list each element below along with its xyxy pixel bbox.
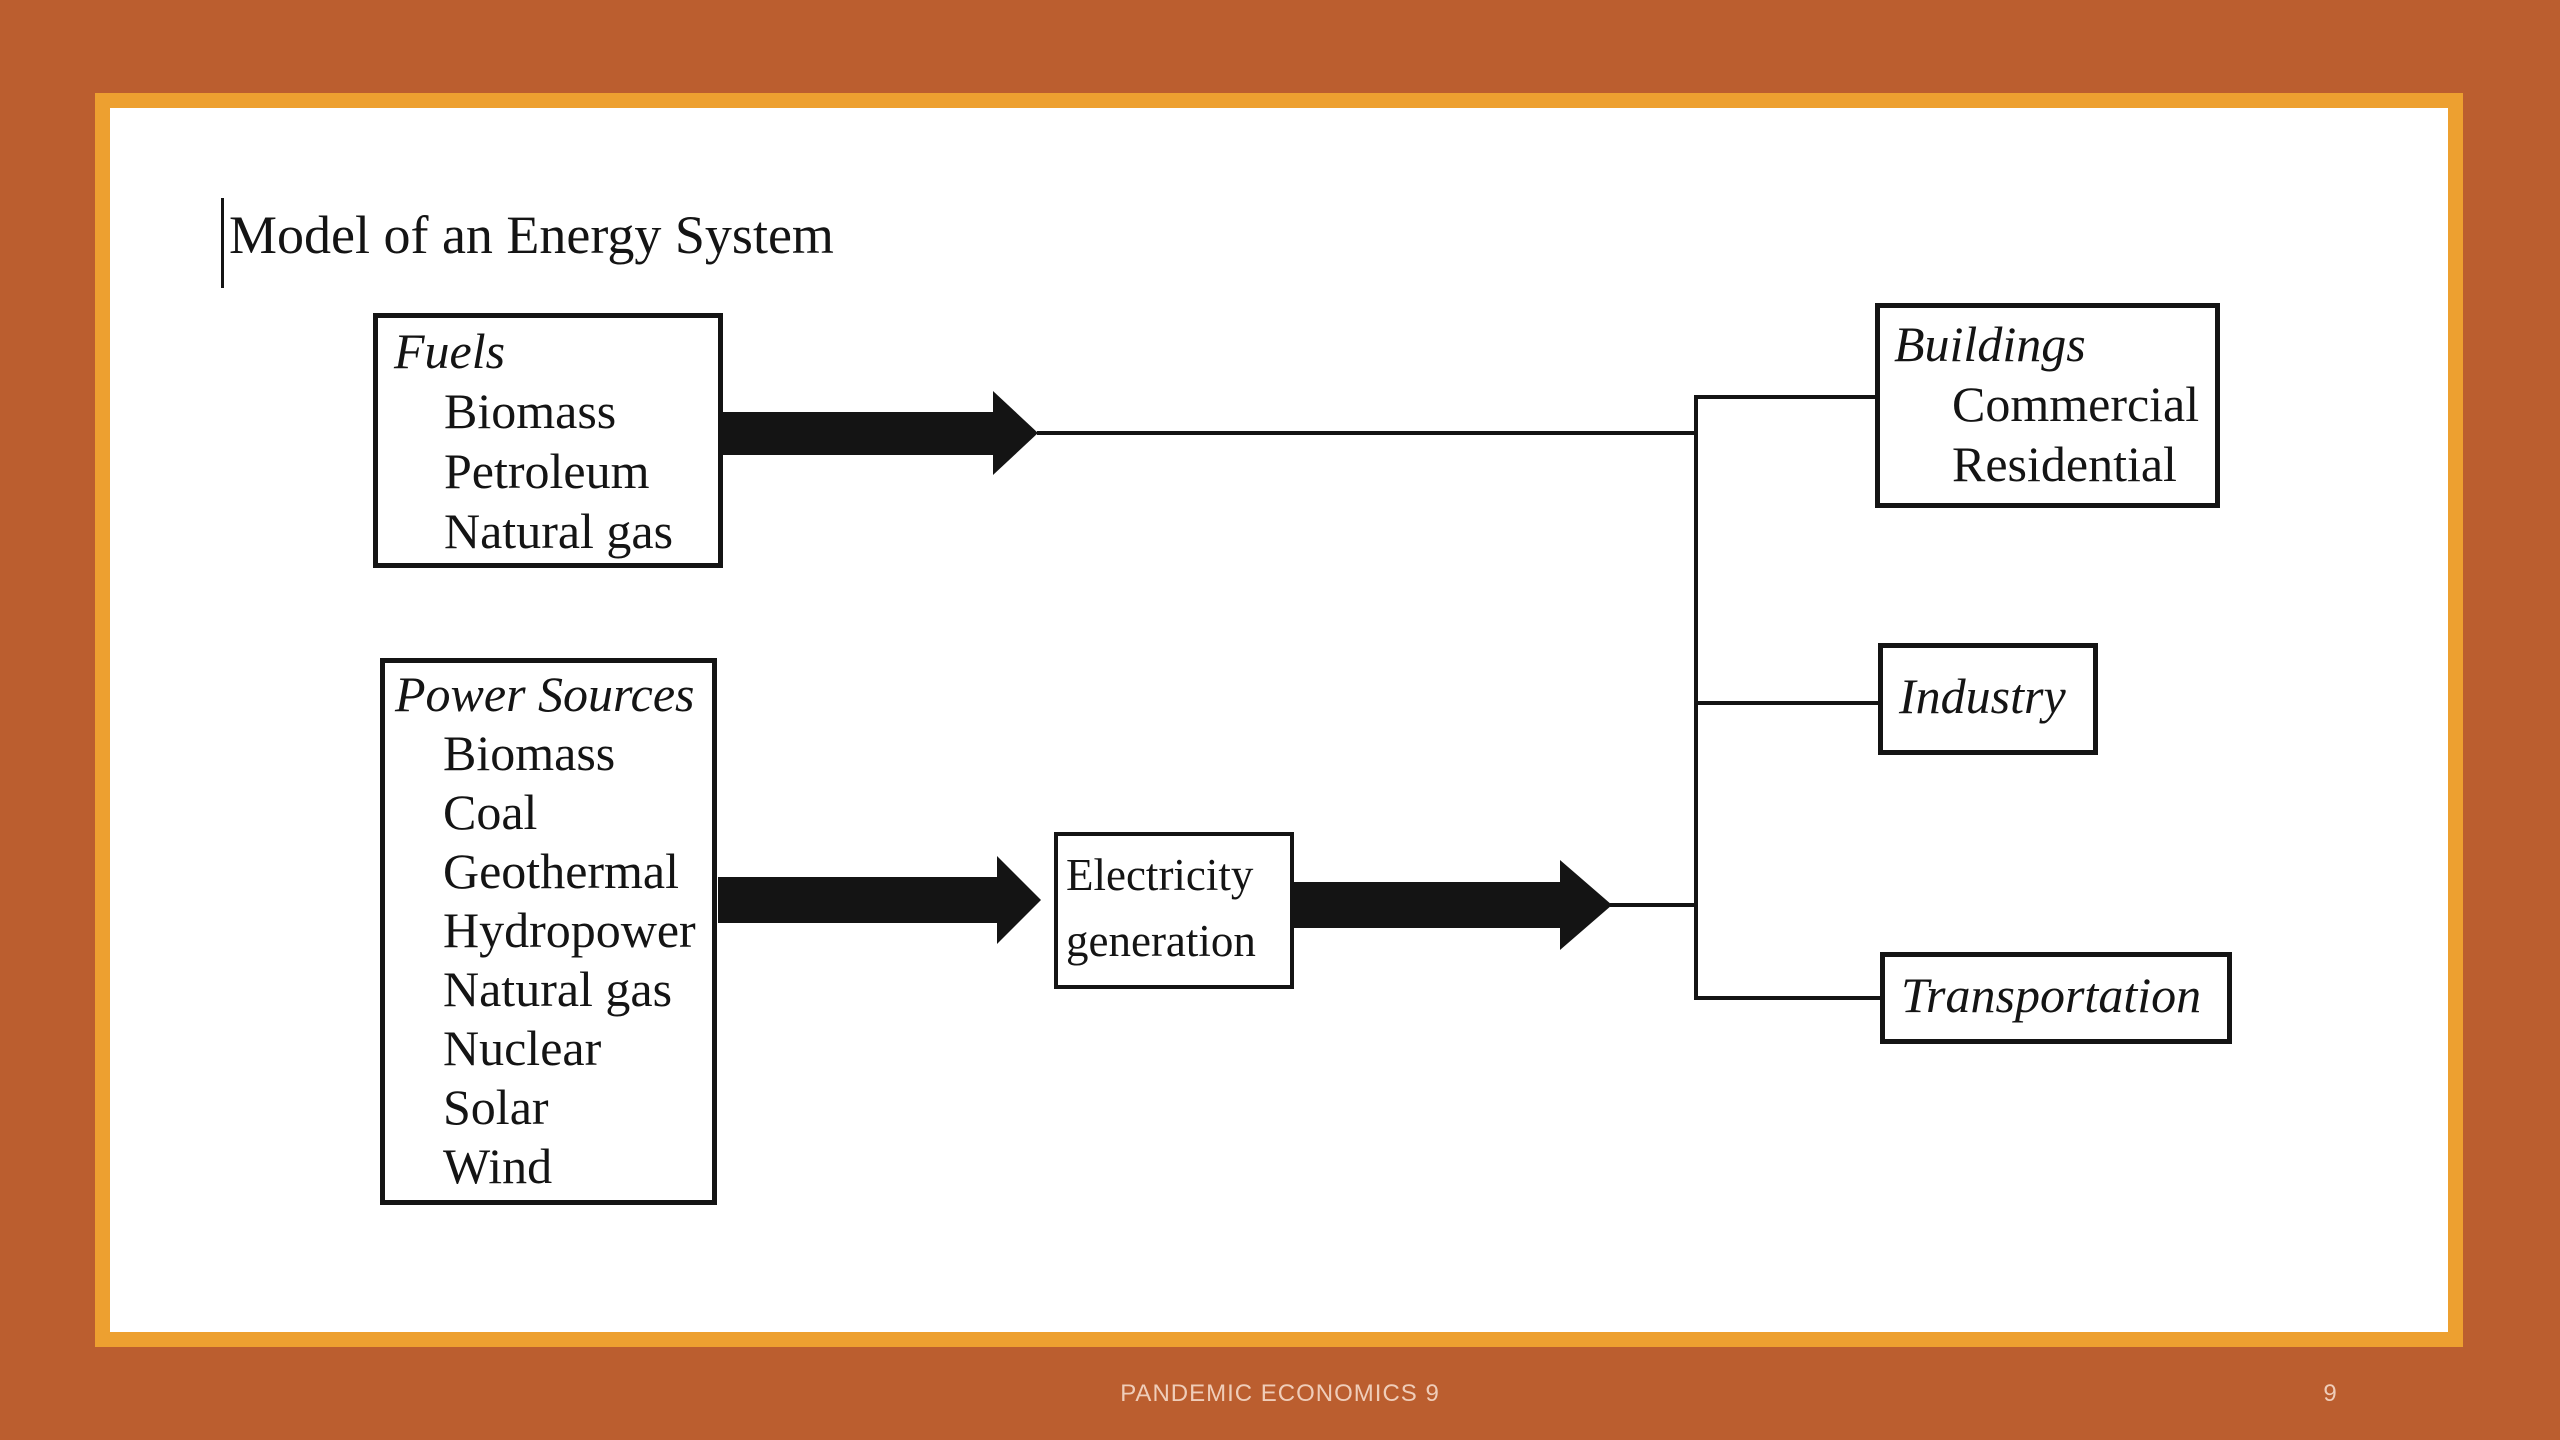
industry-box[interactable]: Industry bbox=[1878, 643, 2098, 755]
connector-trunk-to-industry bbox=[1696, 701, 1878, 705]
power-sources-box[interactable]: Power Sources Biomass Coal Geothermal Hy… bbox=[380, 658, 717, 1205]
buildings-item: Residential bbox=[1952, 436, 2177, 492]
connector-electricity-to-trunk bbox=[1610, 903, 1696, 907]
power-source-item: Coal bbox=[443, 784, 538, 840]
electricity-arrow-head bbox=[1560, 860, 1612, 950]
connector-trunk-vertical bbox=[1694, 395, 1698, 1000]
power-sources-box-title: Power Sources bbox=[395, 666, 695, 722]
electricity-generation-line: Electricity bbox=[1066, 850, 1254, 900]
electricity-arrow-shaft bbox=[1293, 882, 1560, 928]
footer-text: PANDEMIC ECONOMICS 9 bbox=[1120, 1380, 1440, 1407]
fuels-item: Petroleum bbox=[444, 443, 650, 499]
fuels-arrow-shaft bbox=[723, 412, 993, 455]
power-source-item: Geothermal bbox=[443, 843, 680, 899]
power-source-item: Hydropower bbox=[443, 902, 696, 958]
connector-trunk-to-transportation bbox=[1696, 996, 1880, 1000]
fuels-box[interactable]: Fuels Biomass Petroleum Natural gas bbox=[373, 313, 723, 568]
electricity-generation-box[interactable]: Electricity generation bbox=[1054, 832, 1294, 989]
fuels-arrow-head bbox=[993, 391, 1038, 475]
slide-title[interactable]: Model of an Energy System bbox=[229, 205, 834, 265]
slide-page-number: 9 bbox=[2323, 1380, 2337, 1407]
power-source-item: Nuclear bbox=[443, 1020, 602, 1076]
electricity-generation-line: generation bbox=[1066, 916, 1256, 966]
buildings-box-title: Buildings bbox=[1894, 316, 2086, 372]
fuels-item: Biomass bbox=[444, 383, 617, 439]
power-source-item: Wind bbox=[443, 1138, 553, 1194]
fuels-item: Natural gas bbox=[444, 503, 674, 559]
connector-trunk-to-buildings bbox=[1696, 395, 1875, 399]
power-sources-arrow-head bbox=[997, 856, 1041, 944]
industry-box-title: Industry bbox=[1899, 668, 2066, 724]
text-cursor bbox=[221, 198, 224, 288]
power-sources-arrow-shaft bbox=[718, 877, 997, 923]
fuels-box-title: Fuels bbox=[394, 323, 506, 379]
transportation-box-title: Transportation bbox=[1901, 967, 2202, 1023]
buildings-item: Commercial bbox=[1952, 376, 2200, 432]
connector-fuels-to-trunk bbox=[1037, 431, 1697, 435]
power-source-item: Biomass bbox=[443, 725, 616, 781]
power-source-item: Natural gas bbox=[443, 961, 673, 1017]
power-source-item: Solar bbox=[443, 1079, 549, 1135]
transportation-box[interactable]: Transportation bbox=[1880, 952, 2232, 1044]
buildings-box[interactable]: Buildings Commercial Residential bbox=[1875, 303, 2220, 508]
